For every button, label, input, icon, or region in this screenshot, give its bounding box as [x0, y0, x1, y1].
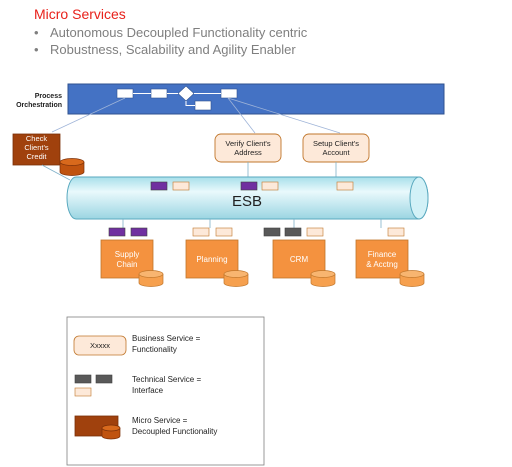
micro-service-finance: [355, 239, 425, 287]
planning-line1: Planning: [196, 255, 228, 264]
setup-account-line1: Setup Client's: [312, 139, 360, 148]
check-credit-label: Check Client's Credit: [13, 134, 60, 161]
micro-service-supply-chain: [100, 239, 164, 287]
bullet-dot-icon: •: [34, 42, 39, 57]
workflow-icon: [116, 85, 238, 111]
process-orchestration-label: Process Orchestration: [0, 92, 62, 110]
legend-business-line1: Business Service =: [132, 334, 201, 343]
process-label-line1: Process: [34, 93, 62, 100]
page-title: Micro Services: [34, 6, 126, 22]
legend-business-line2: Functionality: [132, 345, 177, 354]
legend-sample-text: Xxxxx: [89, 341, 110, 350]
planning-label: Planning: [186, 255, 238, 265]
connector-line: [227, 97, 341, 134]
finance-line1: Finance: [367, 250, 397, 259]
legend-micro-line2: Decoupled Functionality: [132, 427, 218, 436]
legend-technical-swatch: [74, 374, 113, 397]
database-icon: [59, 158, 85, 176]
legend-micro-swatch: [74, 415, 121, 440]
check-credit-line1: Check: [25, 134, 48, 143]
verify-address-line2: Address: [234, 148, 262, 157]
bullet-2: • Robustness, Scalability and Agility Ena…: [34, 42, 296, 57]
supply-chain-label: Supply Chain: [101, 250, 153, 270]
legend-business-label: Business Service = Functionality: [132, 333, 200, 355]
crm-line1: CRM: [289, 255, 309, 264]
setup-account-line2: Account: [322, 148, 350, 157]
verify-address-label: Verify Client's Address: [215, 139, 281, 157]
technical-services-bottom: [108, 227, 405, 237]
verify-address-line1: Verify Client's: [225, 139, 271, 148]
setup-account-label: Setup Client's Account: [303, 139, 369, 157]
legend-technical-line1: Technical Service =: [132, 375, 202, 384]
connector-line: [227, 97, 256, 134]
check-credit-line2: Client's: [24, 143, 49, 152]
finance-label: Finance & Acctng: [356, 250, 408, 270]
esb-connectors: [122, 219, 382, 228]
connector-line: [51, 97, 126, 133]
technical-services-top: [150, 181, 354, 191]
process-orchestration-bar: [67, 83, 445, 115]
legend-technical-line2: Interface: [132, 386, 164, 395]
finance-line2: & Acctng: [366, 260, 398, 269]
esb-label: ESB: [231, 193, 262, 210]
legend-business-swatch: [73, 335, 127, 356]
micro-service-planning: [185, 239, 249, 287]
connector-line: [41, 164, 71, 181]
bullet-1: • Autonomous Decoupled Functionality cent…: [34, 25, 307, 40]
legend-micro-line1: Micro Service =: [132, 416, 188, 425]
bullet-2-text: Robustness, Scalability and Agility Enab…: [50, 42, 296, 57]
crm-label: CRM: [273, 255, 325, 265]
supply-chain-line1: Supply: [114, 250, 140, 259]
check-credit-line3: Credit: [26, 152, 47, 161]
bullet-dot-icon: •: [34, 25, 39, 40]
micro-service-crm: [272, 239, 336, 287]
legend-micro-label: Micro Service = Decoupled Functionality: [132, 415, 217, 437]
process-label-line2: Orchestration: [16, 102, 62, 109]
check-credit-box: [12, 133, 61, 166]
bullet-1-text: Autonomous Decoupled Functionality centr…: [50, 25, 308, 40]
legend-technical-label: Technical Service = Interface: [132, 374, 201, 396]
supply-chain-line2: Chain: [116, 260, 138, 269]
